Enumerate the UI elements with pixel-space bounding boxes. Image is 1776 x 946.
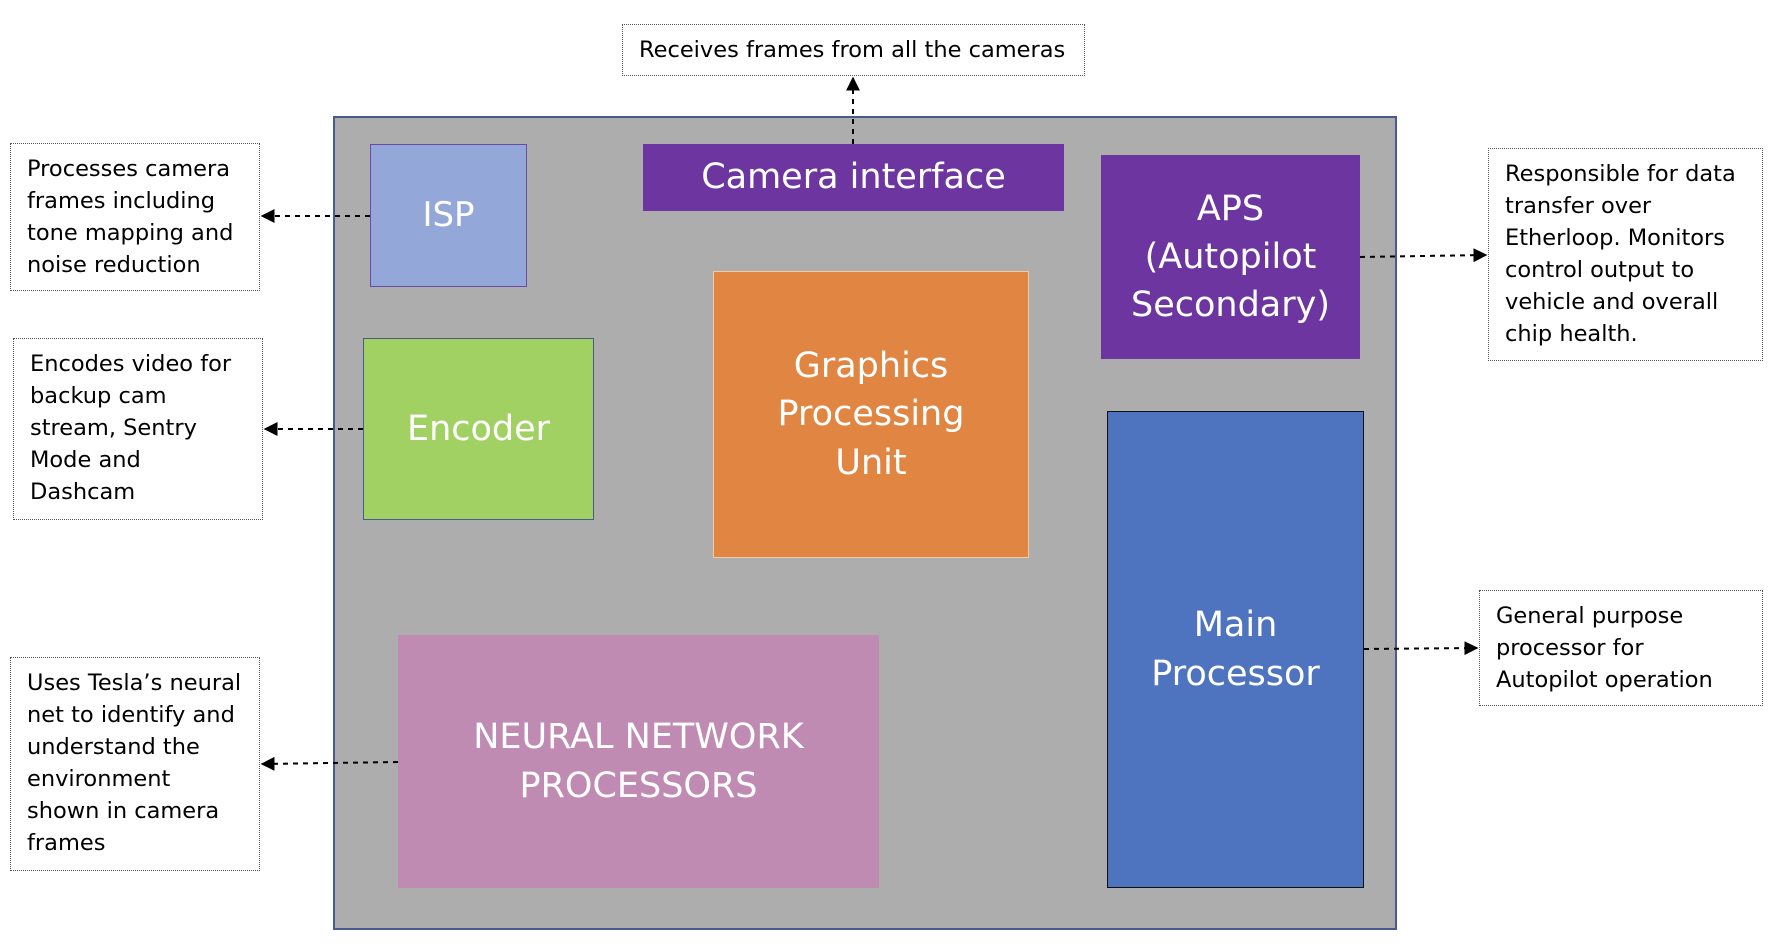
main-processor-arrow xyxy=(1363,641,1479,656)
aps-block: APS (Autopilot Secondary) xyxy=(1101,155,1360,359)
camera-interface-block: Camera interface xyxy=(643,144,1064,211)
isp-block: ISP xyxy=(370,144,527,287)
neural-network-note-text: Uses Tesla’s neural net to identify and … xyxy=(27,670,242,856)
main-processor-block: Main Processor xyxy=(1107,411,1364,888)
neural-network-label: NEURAL NETWORK PROCESSORS xyxy=(473,717,804,806)
aps-arrow xyxy=(1359,248,1488,263)
isp-note-text: Processes camera frames including tone m… xyxy=(27,156,234,278)
encoder-note-text: Encodes video for backup cam stream, Sen… xyxy=(30,351,232,505)
encoder-block: Encoder xyxy=(363,338,594,520)
main-processor-label: Main Processor xyxy=(1151,605,1320,694)
camera-interface-note-text: Receives frames from all the cameras xyxy=(639,37,1066,63)
aps-label: APS (Autopilot Secondary) xyxy=(1130,188,1330,326)
encoder-label: Encoder xyxy=(406,408,551,449)
gpu-block: Graphics Processing Unit xyxy=(713,271,1029,558)
aps-note: Responsible for data transfer over Ether… xyxy=(1488,148,1763,361)
camera-interface-label: Camera interface xyxy=(701,157,1006,198)
neural-network-note: Uses Tesla’s neural net to identify and … xyxy=(10,657,260,871)
aps-note-text: Responsible for data transfer over Ether… xyxy=(1505,161,1736,347)
main-processor-note-text: General purpose processor for Autopilot … xyxy=(1496,603,1713,693)
gpu-label: Graphics Processing Unit xyxy=(777,346,965,483)
isp-note: Processes camera frames including tone m… xyxy=(10,143,260,291)
neural-network-block: NEURAL NETWORK PROCESSORS xyxy=(398,635,879,888)
camera-interface-note: Receives frames from all the cameras xyxy=(622,24,1085,76)
neural-network-arrow xyxy=(260,756,399,771)
isp-label: ISP xyxy=(422,195,475,236)
encoder-note: Encodes video for backup cam stream, Sen… xyxy=(13,338,263,520)
main-processor-note: General purpose processor for Autopilot … xyxy=(1479,590,1763,706)
